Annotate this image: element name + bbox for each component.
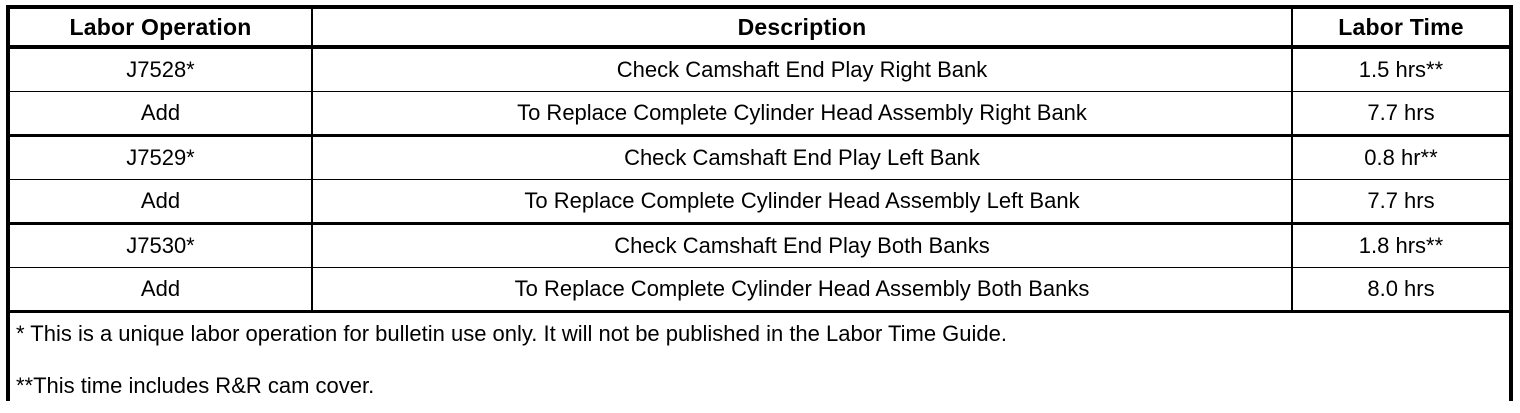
column-header-labor-operation-label: Labor Operation (10, 16, 311, 39)
cell-labor-operation: J7530* (10, 224, 312, 268)
footnotes-cell: * This is a unique labor operation for b… (10, 312, 1509, 413)
table-row: Add To Replace Complete Cylinder Head As… (10, 180, 1509, 224)
cell-labor-time: 1.8 hrs** (1292, 224, 1509, 268)
table-footnotes-row: * This is a unique labor operation for b… (10, 312, 1509, 413)
cell-labor-operation: J7528* (10, 47, 312, 92)
cell-labor-time: 7.7 hrs (1292, 180, 1509, 224)
cell-labor-time: 1.5 hrs** (1292, 47, 1509, 92)
cell-labor-time: 0.8 hr** (1292, 136, 1509, 180)
cell-labor-time: 8.0 hrs (1292, 268, 1509, 312)
labor-operation-table: Labor Operation Description Labor Time J… (10, 9, 1509, 413)
cell-description-text: To Replace Complete Cylinder Head Assemb… (313, 102, 1291, 124)
cell-description: Check Camshaft End Play Both Banks (312, 224, 1292, 268)
column-header-description: Description (312, 9, 1292, 47)
table-row: J7528* Check Camshaft End Play Right Ban… (10, 47, 1509, 92)
table-row: Add To Replace Complete Cylinder Head As… (10, 92, 1509, 136)
cell-labor-operation-text: J7528* (10, 59, 311, 81)
cell-labor-time-text: 1.8 hrs** (1293, 235, 1509, 257)
labor-table-frame: Labor Operation Description Labor Time J… (6, 5, 1513, 401)
cell-description: Check Camshaft End Play Right Bank (312, 47, 1292, 92)
footnote-double-asterisk: **This time includes R&R cam cover. (16, 373, 1509, 399)
cell-labor-operation-text: J7530* (10, 235, 311, 257)
cell-labor-operation-text: J7529* (10, 147, 311, 169)
column-header-labor-operation: Labor Operation (10, 9, 312, 47)
cell-labor-time-text: 0.8 hr** (1293, 147, 1509, 169)
cell-labor-time-text: 7.7 hrs (1293, 102, 1509, 124)
table-row: J7530* Check Camshaft End Play Both Bank… (10, 224, 1509, 268)
column-header-labor-time-label: Labor Time (1293, 16, 1509, 39)
cell-labor-time-text: 1.5 hrs** (1293, 59, 1509, 81)
cell-description-text: To Replace Complete Cylinder Head Assemb… (313, 190, 1291, 212)
column-header-labor-time: Labor Time (1292, 9, 1509, 47)
footnote-single-asterisk: * This is a unique labor operation for b… (16, 321, 1509, 347)
cell-labor-operation: Add (10, 268, 312, 312)
cell-labor-operation-text: Add (10, 102, 311, 124)
cell-description: To Replace Complete Cylinder Head Assemb… (312, 92, 1292, 136)
cell-labor-time: 7.7 hrs (1292, 92, 1509, 136)
cell-description-text: Check Camshaft End Play Right Bank (313, 59, 1291, 81)
cell-description: To Replace Complete Cylinder Head Assemb… (312, 180, 1292, 224)
table-row: Add To Replace Complete Cylinder Head As… (10, 268, 1509, 312)
cell-description: To Replace Complete Cylinder Head Assemb… (312, 268, 1292, 312)
table-header-row: Labor Operation Description Labor Time (10, 9, 1509, 47)
cell-description-text: To Replace Complete Cylinder Head Assemb… (313, 278, 1291, 300)
cell-labor-time-text: 8.0 hrs (1293, 278, 1509, 300)
cell-description: Check Camshaft End Play Left Bank (312, 136, 1292, 180)
column-header-description-label: Description (313, 16, 1291, 39)
table-body: J7528* Check Camshaft End Play Right Ban… (10, 47, 1509, 413)
cell-description-text: Check Camshaft End Play Left Bank (313, 147, 1291, 169)
cell-description-text: Check Camshaft End Play Both Banks (313, 235, 1291, 257)
cell-labor-operation: J7529* (10, 136, 312, 180)
cell-labor-time-text: 7.7 hrs (1293, 190, 1509, 212)
cell-labor-operation-text: Add (10, 190, 311, 212)
cell-labor-operation: Add (10, 92, 312, 136)
cell-labor-operation: Add (10, 180, 312, 224)
cell-labor-operation-text: Add (10, 278, 311, 300)
table-header: Labor Operation Description Labor Time (10, 9, 1509, 47)
table-row: J7529* Check Camshaft End Play Left Bank… (10, 136, 1509, 180)
